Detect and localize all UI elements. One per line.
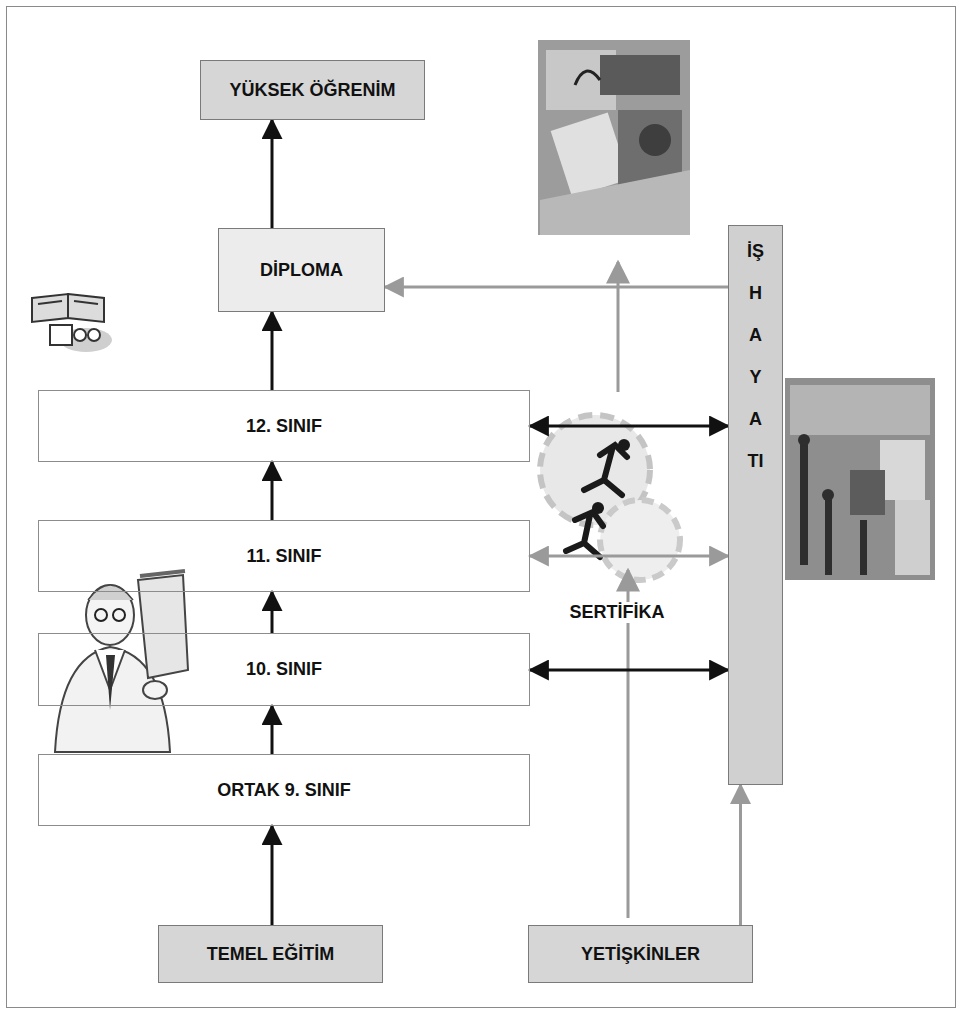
node-text: 11. SINIF [246,546,321,567]
node-text: YÜKSEK ÖĞRENİM [229,80,395,101]
node-text: YETİŞKİNLER [581,944,700,965]
connector-arrow [271,706,274,754]
man-illustration [55,571,188,752]
market-picture [785,378,935,580]
node-text: 10. SINIF [246,659,322,680]
target-box: YÜKSEK ÖĞRENİM [200,60,425,120]
node-text: İŞ HAYATI [747,226,765,482]
node-text: ORTAK 9. SINIF [217,780,351,801]
connector-arrow [530,555,728,558]
connector-arrow [271,120,274,228]
grade-box: 10. SINIF [38,633,530,706]
grade-box: ORTAK 9. SINIF [38,754,530,826]
connector-arrow [530,425,728,428]
connector-arrow [271,462,274,520]
connector-arrow [271,312,274,390]
book-icon [32,294,112,352]
work-life-bar: İŞ HAYATI [728,225,783,785]
connector-arrow [530,669,728,672]
connector-arrow [271,592,274,633]
connector-arrow [271,826,274,925]
connector-arrow [739,785,742,925]
free-arrow [617,262,620,392]
node-text: 12. SINIF [246,416,322,437]
certificate-label: SERTİFİKA [566,602,667,623]
diploma-box: DİPLOMA [218,228,385,312]
node-text: TEMEL EĞİTİM [207,944,335,965]
start-box: YETİŞKİNLER [528,925,753,983]
start-box: TEMEL EĞİTİM [158,925,383,983]
grade-box: 12. SINIF [38,390,530,462]
node-text: DİPLOMA [260,260,343,281]
connector-arrow [385,286,728,289]
grade-box: 11. SINIF [38,520,530,592]
office-picture [538,40,690,235]
